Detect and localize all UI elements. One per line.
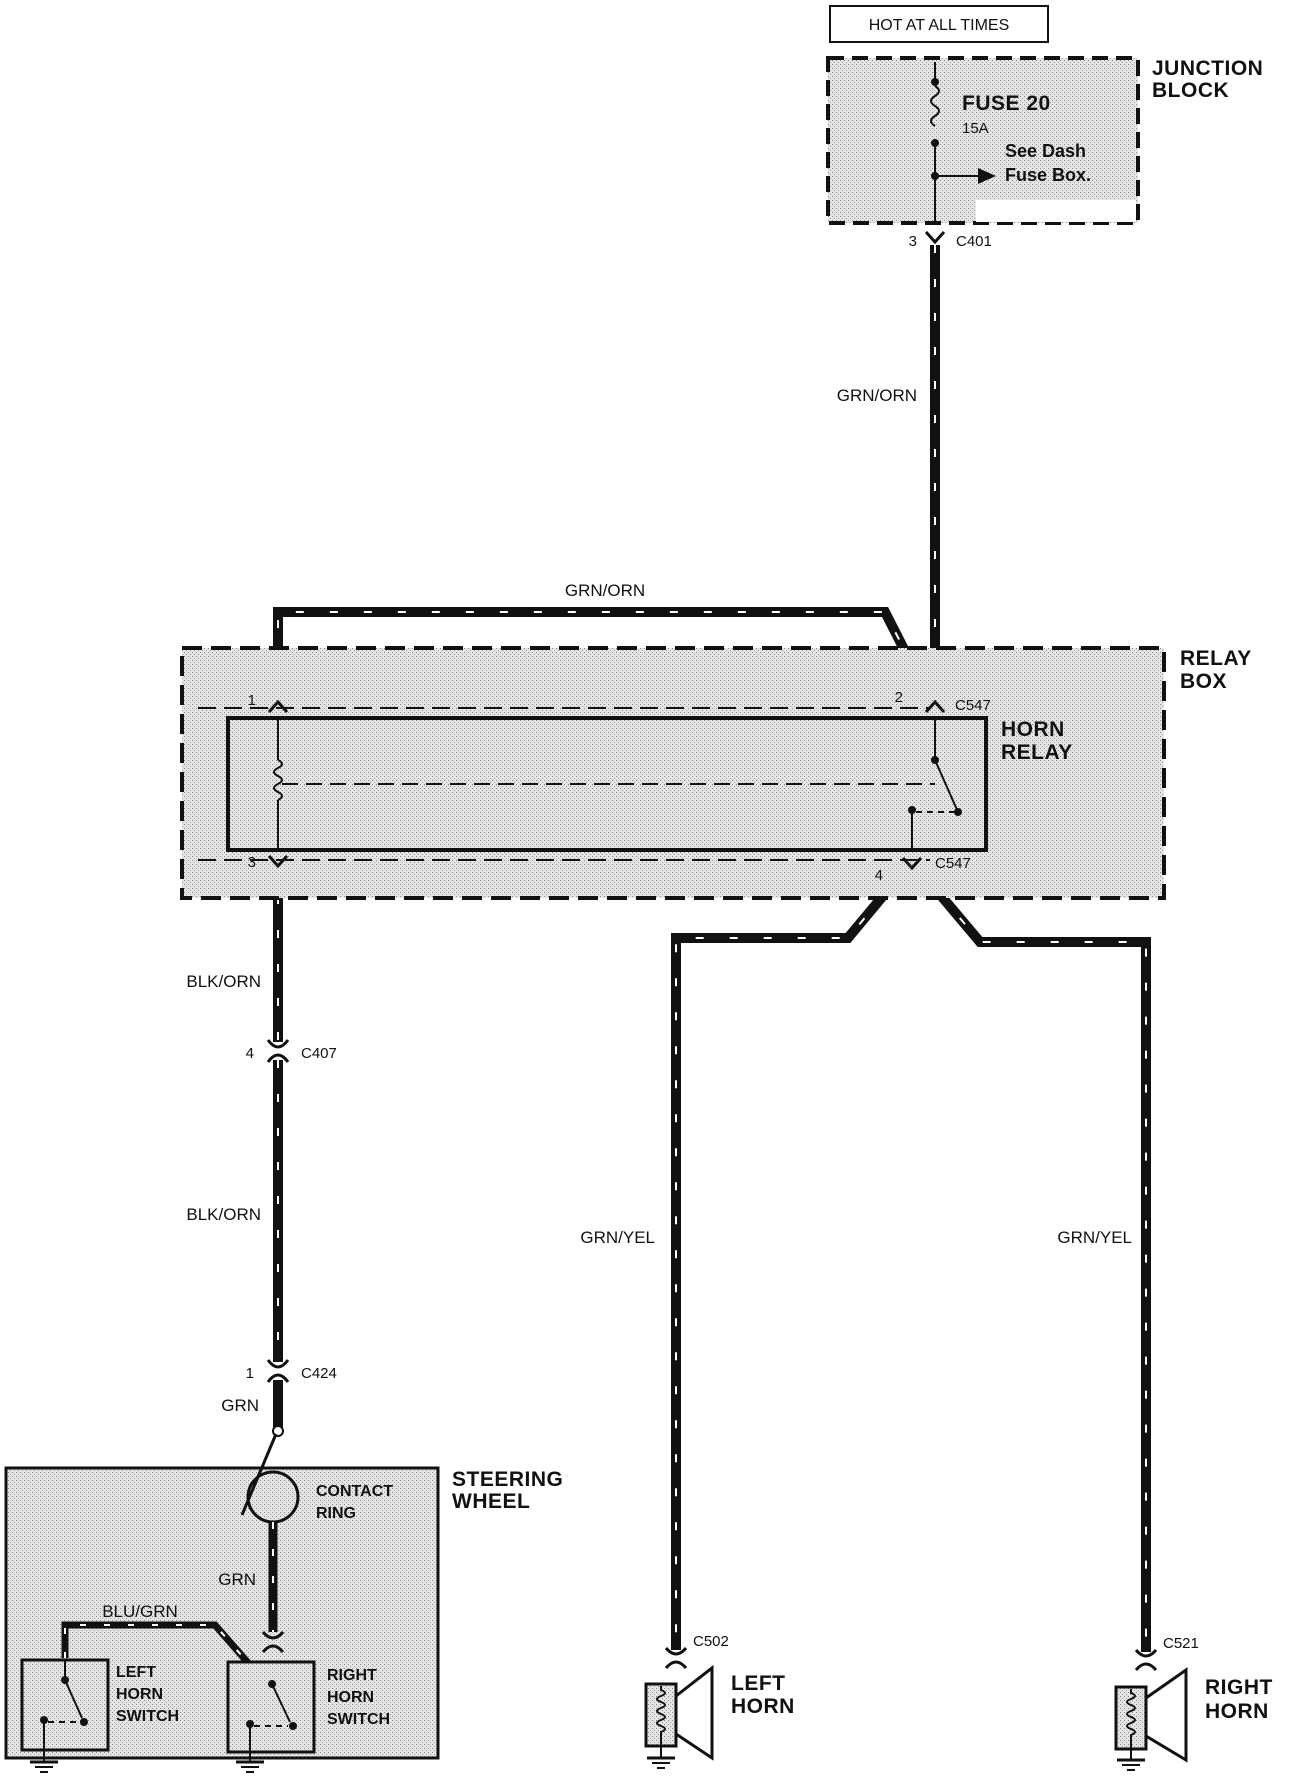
left-horn bbox=[644, 1664, 714, 1769]
relay-contact-symbol bbox=[908, 718, 962, 850]
steering-wheel: STEERING WHEEL CONTACT RING GRN BLU/GRN bbox=[4, 1425, 563, 1773]
horn-relay: HORN RELAY bbox=[226, 716, 1073, 852]
horn-relay-title-2: RELAY bbox=[1001, 741, 1073, 764]
wire-label-blk-orn-lower: BLK/ORN bbox=[186, 1205, 261, 1224]
right-horn bbox=[1114, 1667, 1188, 1771]
connector-c502: C502 bbox=[664, 1633, 729, 1670]
left-horn-label: LEFT bbox=[731, 1672, 786, 1695]
wire-label-left-horn: GRN/YEL bbox=[580, 1228, 655, 1247]
wire-label-right-horn: GRN/YEL bbox=[1057, 1228, 1132, 1247]
relay-box: RELAY BOX HORN RELAY bbox=[180, 646, 1252, 900]
connector-c401: 3 C401 bbox=[909, 230, 992, 250]
c401-id: C401 bbox=[956, 233, 992, 250]
relay-box-title: RELAY bbox=[1180, 647, 1252, 670]
c547-bottom-id: C547 bbox=[935, 855, 971, 872]
c547-bottom-pin-right: 4 bbox=[875, 867, 883, 884]
contact-ring-label-2: RING bbox=[316, 1505, 356, 1522]
left-horn-switch bbox=[20, 1658, 110, 1762]
junction-block-title: JUNCTION bbox=[1152, 57, 1263, 80]
ground-icon bbox=[647, 1756, 675, 1769]
connector-c521: C521 bbox=[1134, 1635, 1199, 1672]
c547-top-pin-right: 2 bbox=[895, 689, 903, 706]
connector-c424: 1 C424 bbox=[246, 1359, 337, 1383]
wire-label-feed: GRN/ORN bbox=[837, 386, 917, 405]
right-horn-label: RIGHT bbox=[1205, 1676, 1273, 1699]
right-horn-switch-label-2: HORN bbox=[327, 1689, 374, 1706]
left-horn-switch-label-1: LEFT bbox=[116, 1664, 156, 1681]
horn-relay-title: HORN bbox=[1001, 718, 1065, 741]
ground-icon bbox=[236, 1760, 264, 1773]
c547-bottom-pin-left: 3 bbox=[248, 854, 256, 871]
fuse-rating: 15A bbox=[962, 120, 989, 137]
right-horn-switch-label-3: SWITCH bbox=[327, 1711, 390, 1728]
ground-icon bbox=[1117, 1758, 1145, 1771]
right-horn-switch-label-1: RIGHT bbox=[327, 1667, 377, 1684]
fuse-20-symbol bbox=[930, 62, 996, 222]
c424-pin: 1 bbox=[246, 1365, 254, 1382]
wires bbox=[273, 245, 1151, 1652]
right-horn-switch bbox=[226, 1660, 316, 1762]
wire-label-blk-orn-upper: BLK/ORN bbox=[186, 972, 261, 991]
right-horn-label-2: HORN bbox=[1205, 1700, 1269, 1723]
c547-top-id: C547 bbox=[955, 697, 991, 714]
left-horn-switch-label-3: SWITCH bbox=[116, 1708, 179, 1725]
wire-label-switch-link: BLU/GRN bbox=[102, 1602, 178, 1621]
left-horn-label-2: HORN bbox=[731, 1695, 795, 1718]
c547-top-pin-left: 1 bbox=[248, 692, 256, 709]
arrow-right-icon bbox=[978, 168, 996, 184]
steering-wheel-title: STEERING bbox=[452, 1468, 563, 1491]
ground-icon bbox=[30, 1760, 58, 1773]
junction-block-title-2: BLOCK bbox=[1152, 79, 1229, 102]
left-horn-switch-label-2: HORN bbox=[116, 1686, 163, 1703]
relay-coil-symbol bbox=[273, 718, 935, 850]
fuse-note-line1: See Dash bbox=[1005, 141, 1086, 161]
wire-grn-yel-split bbox=[671, 862, 1151, 1652]
junction-block: JUNCTION BLOCK FUSE 20 15A See Dash Fuse… bbox=[826, 56, 1263, 225]
c407-id: C407 bbox=[301, 1045, 337, 1062]
hot-at-all-times-box: HOT AT ALL TIMES bbox=[829, 5, 1049, 43]
c407-pin: 4 bbox=[246, 1045, 254, 1062]
c401-pin: 3 bbox=[909, 233, 917, 250]
fuse-name: FUSE 20 bbox=[962, 92, 1051, 115]
wire-label-relay-loop: GRN/ORN bbox=[565, 581, 645, 600]
wire-label-grn-in: GRN bbox=[221, 1396, 259, 1415]
wire-label-grn-inner: GRN bbox=[218, 1570, 256, 1589]
c424-id: C424 bbox=[301, 1365, 337, 1382]
steering-wheel-title-2: WHEEL bbox=[452, 1490, 530, 1513]
fuse-note-line2: Fuse Box. bbox=[1005, 165, 1091, 185]
connector-c407: 4 C407 bbox=[246, 1039, 337, 1063]
c547-top-connector: 1 2 C547 bbox=[248, 689, 991, 714]
c502-id: C502 bbox=[693, 1633, 729, 1650]
c521-id: C521 bbox=[1163, 1635, 1199, 1652]
c547-bottom-connector: 3 4 C547 bbox=[248, 854, 971, 884]
hot-at-all-times-label: HOT AT ALL TIMES bbox=[869, 17, 1010, 34]
relay-box-title-2: BOX bbox=[1180, 670, 1227, 693]
contact-ring-label: CONTACT bbox=[316, 1483, 393, 1500]
